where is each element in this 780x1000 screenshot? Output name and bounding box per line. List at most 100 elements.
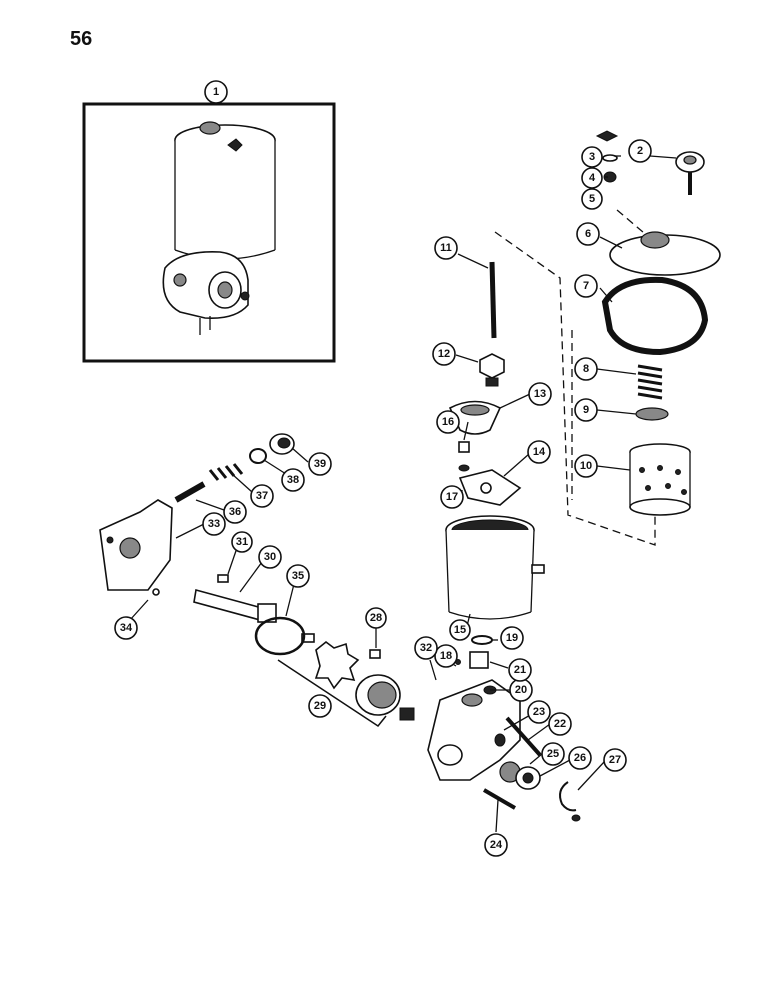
inset-assembly <box>82 97 336 363</box>
callout-26: 26 <box>568 746 592 770</box>
svg-text:14: 14 <box>533 446 546 458</box>
callout-14: 14 <box>527 440 551 464</box>
svg-text:38: 38 <box>287 474 299 486</box>
callout-35: 35 <box>286 564 310 588</box>
svg-text:39: 39 <box>314 458 326 470</box>
svg-text:29: 29 <box>314 700 326 712</box>
callout-13: 13 <box>528 382 552 406</box>
svg-text:5: 5 <box>589 193 595 205</box>
callout-7: 7 <box>574 274 598 298</box>
callout-39: 39 <box>308 452 332 476</box>
rotor-parts <box>277 633 415 728</box>
retainer <box>635 407 669 421</box>
cover-gasket <box>601 276 709 356</box>
svg-text:35: 35 <box>292 570 304 582</box>
stud-rod <box>489 261 497 339</box>
small-bolt-and-washer <box>458 441 470 472</box>
leader-lines <box>129 155 677 833</box>
callout-36: 36 <box>223 500 247 524</box>
callout-12: 12 <box>432 342 456 366</box>
svg-text:23: 23 <box>533 706 545 718</box>
callout-29: 29 <box>308 694 332 718</box>
page-number: 56 <box>70 28 93 50</box>
callout-30: 30 <box>258 545 282 569</box>
drive-shaft-and-ring <box>193 574 306 656</box>
svg-text:3: 3 <box>589 151 595 163</box>
svg-text:16: 16 <box>442 416 454 428</box>
pump-body <box>427 679 521 781</box>
callout-20: 20 <box>509 678 533 702</box>
cap-wing-nut <box>595 130 619 183</box>
callout-33: 33 <box>202 512 226 536</box>
svg-text:10: 10 <box>580 460 592 472</box>
svg-text:1: 1 <box>213 86 219 98</box>
callout-1: 1 <box>204 80 228 104</box>
svg-text:12: 12 <box>438 348 450 360</box>
dipstick-cap <box>675 151 705 195</box>
svg-text:17: 17 <box>446 491 458 503</box>
bolts-and-bearings <box>482 716 581 822</box>
svg-text:34: 34 <box>120 622 133 634</box>
svg-text:24: 24 <box>490 839 503 851</box>
o-ring-and-connector <box>455 635 493 669</box>
end-cover <box>99 499 173 596</box>
callout-21: 21 <box>508 658 532 682</box>
callout-8: 8 <box>574 357 598 381</box>
callout-5: 5 <box>581 188 603 210</box>
svg-text:20: 20 <box>515 684 527 696</box>
callout-37: 37 <box>250 484 274 508</box>
svg-text:36: 36 <box>229 506 241 518</box>
svg-text:9: 9 <box>583 404 589 416</box>
svg-text:11: 11 <box>440 242 452 254</box>
callout-10: 10 <box>574 454 598 478</box>
svg-text:6: 6 <box>585 228 591 240</box>
svg-text:28: 28 <box>370 612 382 624</box>
callout-9: 9 <box>574 398 598 422</box>
callout-23: 23 <box>527 700 551 724</box>
svg-text:4: 4 <box>589 172 596 184</box>
callout-34: 34 <box>114 616 138 640</box>
filter-element <box>629 443 691 516</box>
svg-text:13: 13 <box>534 388 546 400</box>
svg-text:30: 30 <box>264 551 276 563</box>
svg-text:18: 18 <box>440 650 452 662</box>
svg-text:32: 32 <box>420 642 432 654</box>
svg-text:22: 22 <box>554 718 566 730</box>
svg-text:2: 2 <box>637 145 643 157</box>
callout-38: 38 <box>281 468 305 492</box>
callout-27: 27 <box>603 748 627 772</box>
fitting-nut <box>479 353 505 387</box>
svg-text:7: 7 <box>583 280 589 292</box>
reservoir-cover <box>609 231 721 276</box>
callout-25: 25 <box>541 742 565 766</box>
callout-4: 4 <box>581 167 603 189</box>
callout-16: 16 <box>436 410 460 434</box>
callout-6: 6 <box>576 222 600 246</box>
svg-text:21: 21 <box>514 664 526 676</box>
callout-32: 32 <box>414 636 438 660</box>
callout-22: 22 <box>548 712 572 736</box>
callout-24: 24 <box>484 833 508 857</box>
svg-text:25: 25 <box>547 748 559 760</box>
svg-text:27: 27 <box>609 754 621 766</box>
svg-text:19: 19 <box>506 632 518 644</box>
svg-text:15: 15 <box>454 624 466 636</box>
spring <box>637 364 663 400</box>
callout-11: 11 <box>434 236 458 260</box>
svg-text:37: 37 <box>256 490 268 502</box>
svg-text:31: 31 <box>236 536 248 548</box>
callout-18: 18 <box>434 644 458 668</box>
svg-text:8: 8 <box>583 363 589 375</box>
callout-15: 15 <box>449 619 471 641</box>
callout-2: 2 <box>628 139 652 163</box>
callout-19: 19 <box>500 626 524 650</box>
callout-17: 17 <box>440 485 464 509</box>
filter-group-dashed-line <box>494 209 656 546</box>
svg-text:33: 33 <box>208 518 220 530</box>
callout-28: 28 <box>365 607 387 629</box>
callout-31: 31 <box>231 531 253 553</box>
relief-valve-parts <box>174 433 295 503</box>
bracket-gasket <box>458 469 522 506</box>
callout-3: 3 <box>581 146 603 168</box>
